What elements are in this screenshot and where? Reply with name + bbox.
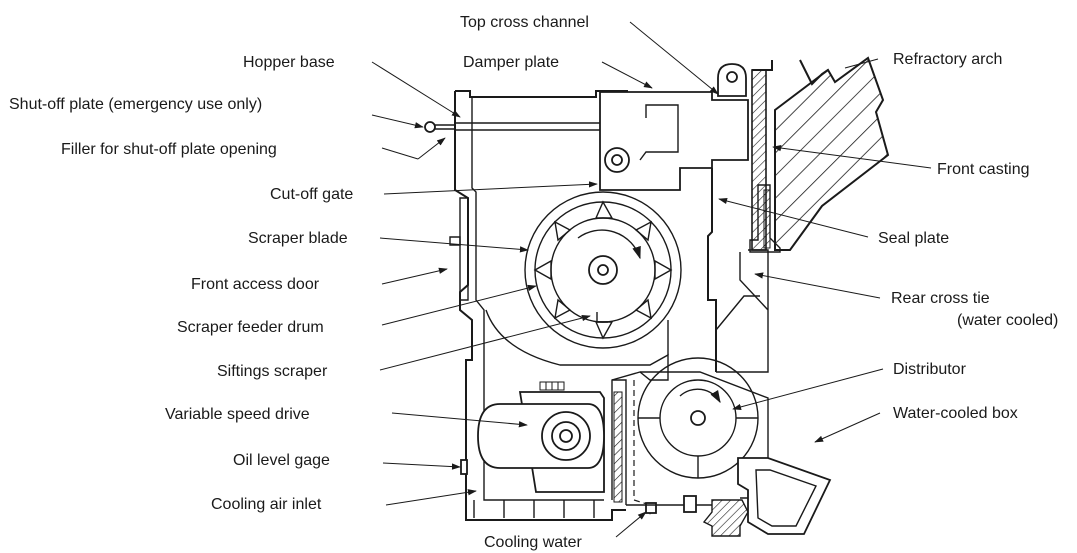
- label-water-cooled-box: Water-cooled box: [893, 405, 1018, 422]
- scraper-feeder-drum: [524, 191, 682, 349]
- rear-cross-tie: [716, 249, 769, 373]
- leader-lines: [371, 21, 932, 538]
- lower-chute: [485, 309, 669, 500]
- damper-plate-inner: [639, 104, 679, 161]
- drum-rotation-arc: [577, 229, 641, 260]
- leader-cooling-water: [615, 511, 647, 538]
- leader-damper-plate: [601, 61, 653, 89]
- label-rear-cross-tie-1: Rear cross tie: [891, 290, 990, 307]
- refractory-arch: [774, 56, 890, 251]
- front-access-door-panel: [459, 197, 469, 301]
- leader-top-cross-channel: [629, 21, 719, 95]
- label-front-casting: Front casting: [937, 161, 1029, 178]
- leader-variable-speed-drive: [391, 412, 528, 428]
- variable-speed-drive: [477, 381, 605, 493]
- water-cooled-box-inner: [755, 469, 817, 527]
- center-column: [707, 168, 717, 372]
- label-scraper-blade: Scraper blade: [248, 230, 348, 247]
- leader-distributor: [732, 368, 884, 410]
- leader-filler-a: [381, 147, 419, 160]
- distributor: [637, 357, 769, 499]
- label-shutoff-plate: Shut-off plate (emergency use only): [9, 96, 262, 113]
- label-variable-speed-drive: Variable speed drive: [165, 406, 310, 423]
- scraper-blades: [533, 200, 673, 340]
- rear-cross-tie-inner: [715, 295, 760, 331]
- label-front-access-door: Front access door: [191, 276, 320, 293]
- distributor-hub: [690, 410, 706, 426]
- leader-cooling-air-inlet: [385, 489, 477, 506]
- cooling-water-pipe: [633, 380, 651, 515]
- leader-seal-plate: [718, 197, 869, 238]
- label-siftings-scraper: Siftings scraper: [217, 363, 328, 380]
- divider-hatched: [613, 391, 623, 503]
- front-casting-top-lip: [752, 60, 773, 71]
- shutoff-plate-handle: [424, 121, 436, 133]
- drum-axle: [597, 264, 609, 276]
- water-cooled-box: [737, 457, 832, 535]
- bottom-bracket: [683, 495, 697, 513]
- bottom-fitting: [702, 499, 749, 537]
- label-oil-level-gage: Oil level gage: [233, 452, 330, 469]
- label-damper-plate: Damper plate: [463, 54, 559, 71]
- label-top-cross-channel: Top cross channel: [460, 14, 589, 31]
- distributor-rotation-arc: [679, 388, 721, 404]
- lower-chute-right: [612, 320, 669, 505]
- leader-refractory-arch: [844, 58, 879, 69]
- siftings-scraper-mark: [596, 312, 608, 323]
- leader-water-cooled-box: [814, 412, 881, 443]
- base-rail: [473, 500, 595, 518]
- label-refractory-arch: Refractory arch: [893, 51, 1002, 68]
- leader-scraper-feeder-drum: [381, 284, 537, 326]
- damper-plate-body: [599, 91, 749, 191]
- machine-drawing: [424, 56, 890, 537]
- refractory-break-line: [799, 59, 829, 86]
- damper-pivot-inner: [611, 154, 623, 166]
- drum-housing: [524, 191, 682, 349]
- label-cooling-air-inlet: Cooling air inlet: [211, 496, 322, 513]
- leader-filler-b: [417, 137, 446, 160]
- leader-front-casting: [772, 144, 932, 169]
- hopper-top-flange: [455, 90, 628, 98]
- oil-level-gage: [460, 459, 468, 475]
- leader-shutoff-plate: [371, 114, 424, 129]
- label-distributor: Distributor: [893, 361, 967, 378]
- leader-cutoff-gate: [383, 181, 598, 195]
- label-scraper-feeder-drum: Scraper feeder drum: [177, 319, 324, 336]
- hopper-inner-wall: [471, 97, 604, 501]
- label-rear-cross-tie-2: (water cooled): [957, 312, 1058, 329]
- labels: Top cross channel Hopper base Damper pla…: [9, 14, 1058, 551]
- label-filler: Filler for shut-off plate opening: [61, 141, 277, 158]
- label-cutoff-gate: Cut-off gate: [270, 186, 353, 203]
- label-cooling-water: Cooling water: [484, 534, 583, 551]
- leader-rear-cross-tie: [754, 272, 881, 299]
- leader-siftings-scraper: [379, 314, 591, 371]
- label-hopper-base: Hopper base: [243, 54, 335, 71]
- seal-plate: [763, 189, 771, 249]
- cooling-water-fitting: [645, 502, 657, 514]
- drive-pulley-hub: [559, 429, 573, 443]
- leader-front-access-door: [381, 267, 448, 285]
- top-cross-channel-hole: [726, 71, 738, 83]
- front-access-door-lip: [449, 236, 461, 246]
- leader-scraper-blade: [379, 237, 529, 253]
- leader-hopper-base: [371, 61, 461, 118]
- leader-oil-level-gage: [382, 462, 461, 470]
- label-seal-plate: Seal plate: [878, 230, 949, 247]
